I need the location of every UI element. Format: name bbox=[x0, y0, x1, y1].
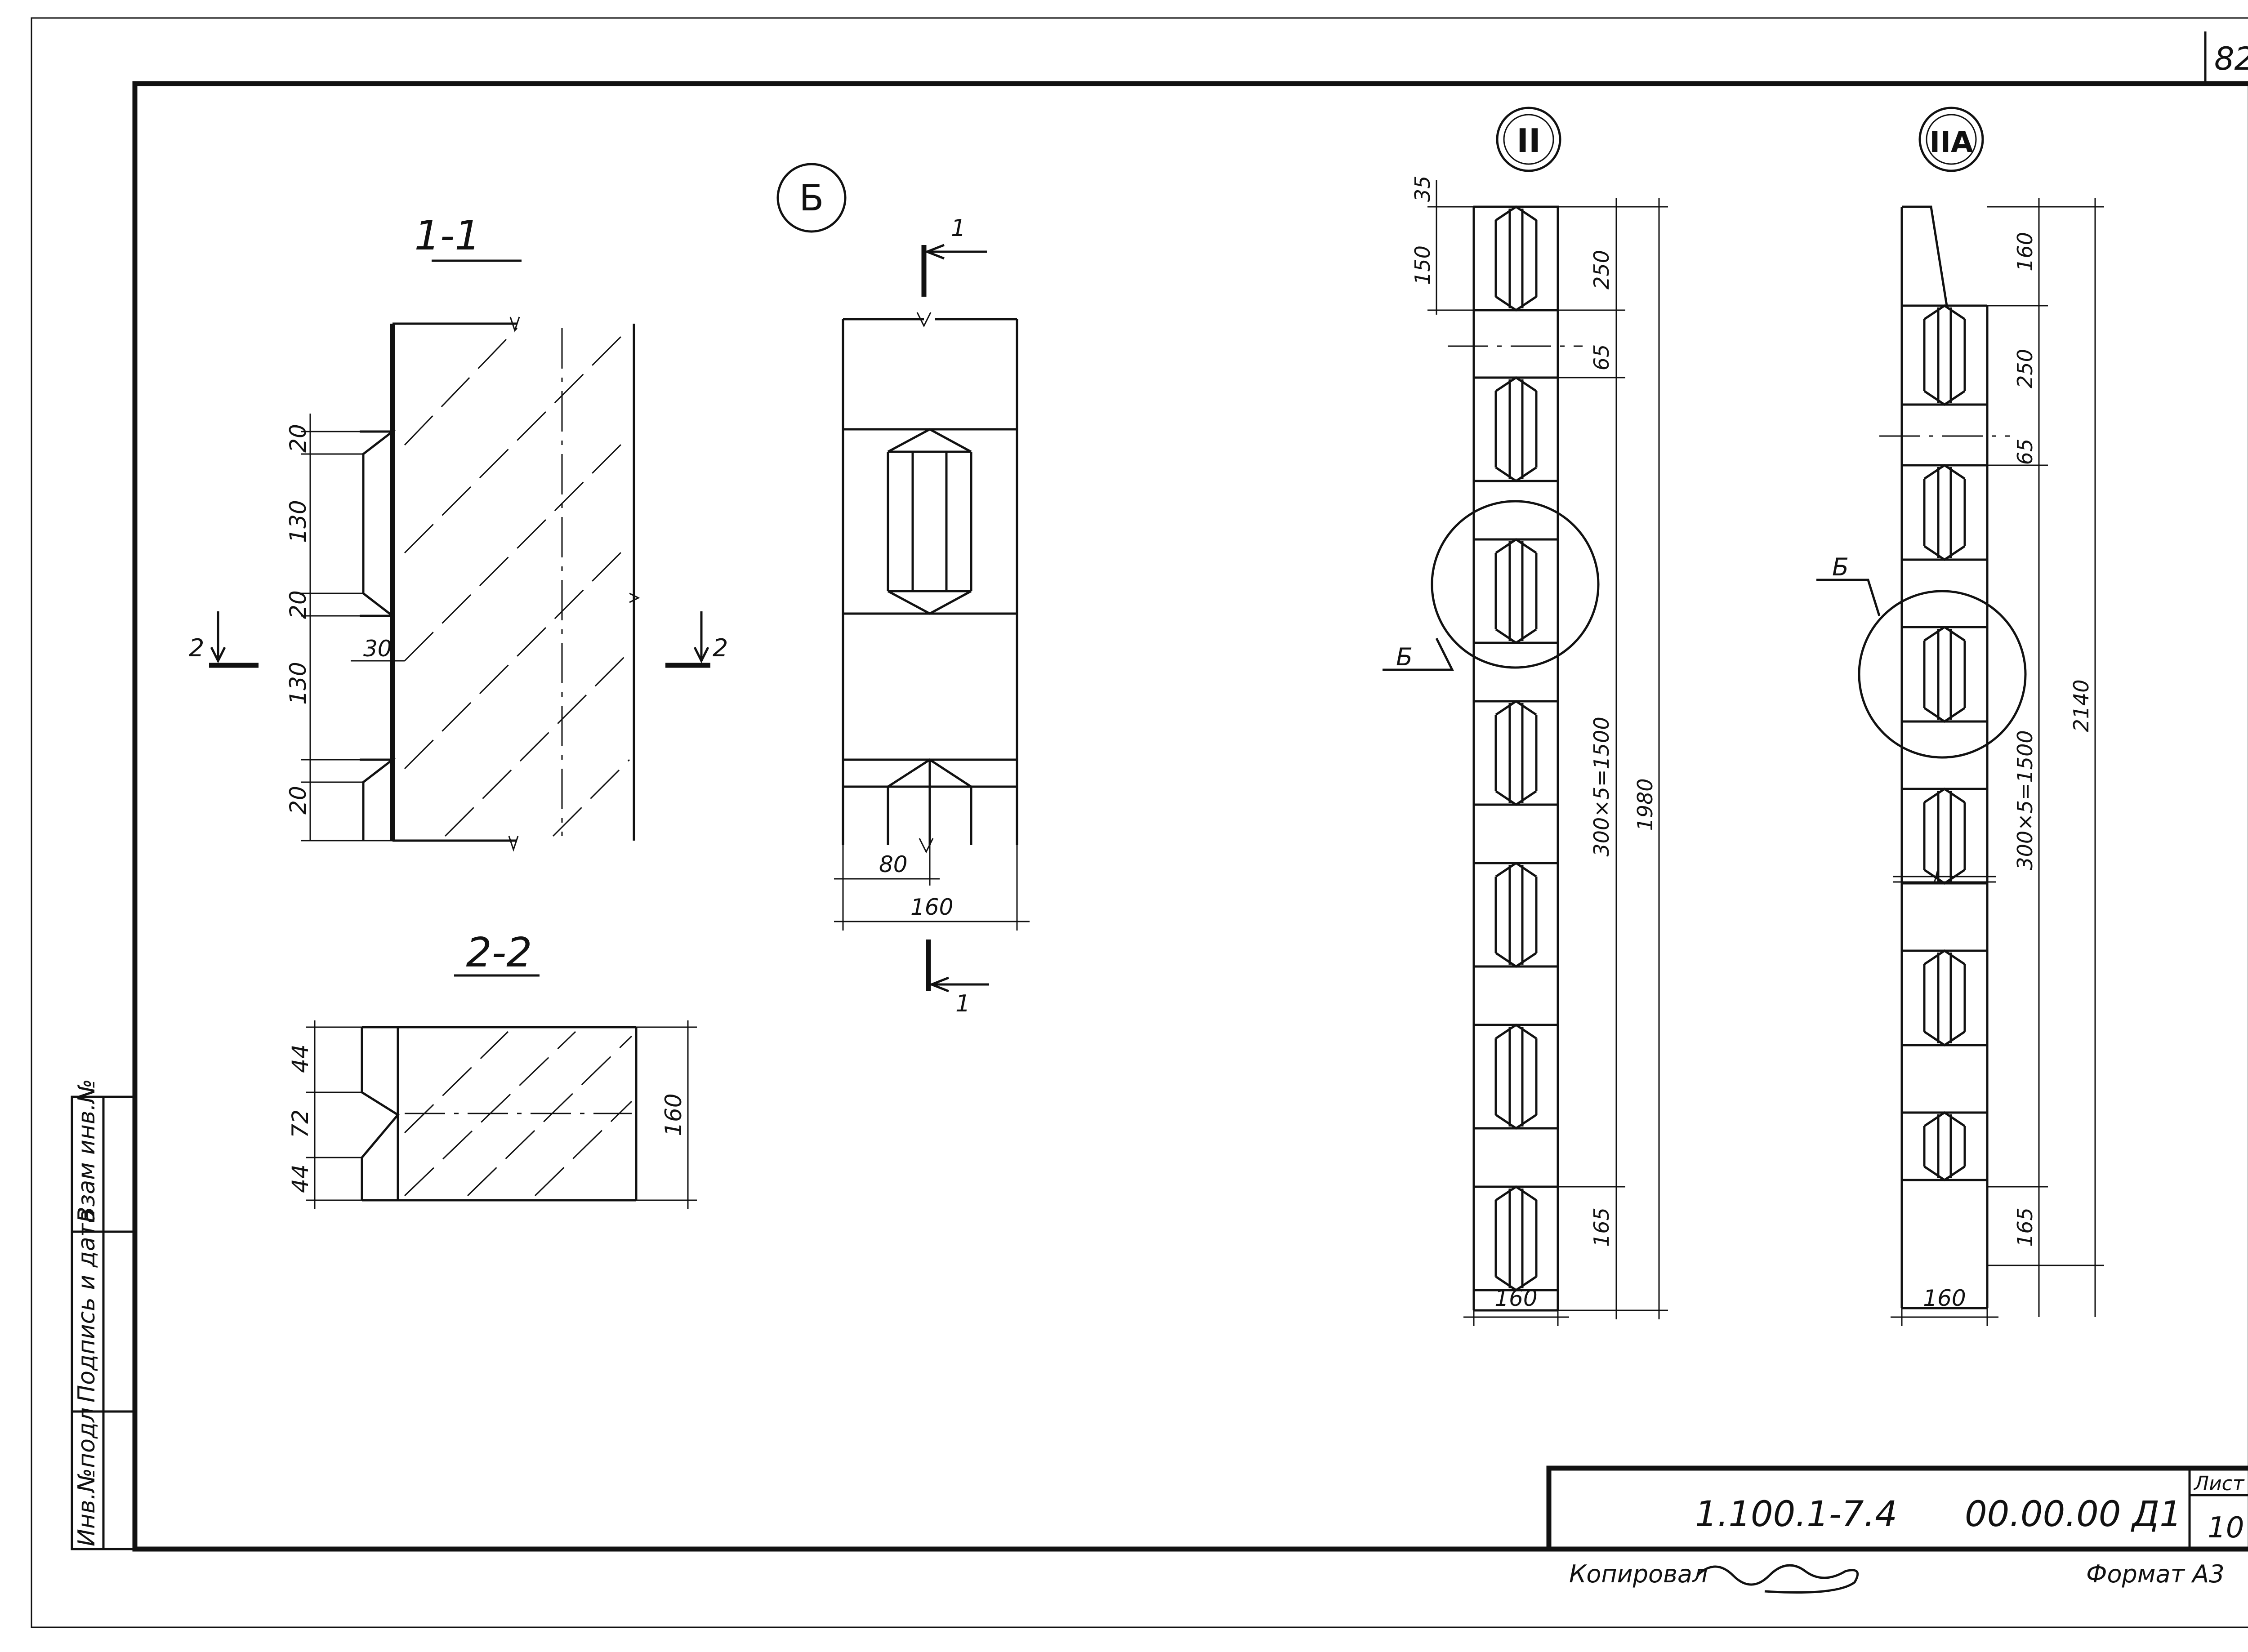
view-iia-notch bbox=[1902, 304, 1987, 406]
view-ii-notch bbox=[1473, 205, 1559, 312]
section-2-2-dims: 44 72 44 160 bbox=[287, 1020, 697, 1209]
s11-dim-130-a: 130 bbox=[285, 500, 311, 543]
section-2-2-title: 2-2 bbox=[466, 929, 532, 976]
doc-code: 1.100.1-7.4 bbox=[1695, 1494, 1897, 1535]
view-iia-dim-65: 65 bbox=[2013, 439, 2037, 465]
format-label: Формат А3 bbox=[2086, 1560, 2225, 1588]
drawing-code: 00.00.00 Д1 bbox=[1965, 1494, 2182, 1535]
view-iia-callout-circle bbox=[1858, 590, 2027, 759]
view-ii-notch bbox=[1473, 1023, 1559, 1130]
cut-2-left-label: 2 bbox=[189, 634, 204, 662]
view-iia-notch bbox=[1902, 463, 1987, 561]
drawing-frame bbox=[132, 81, 2248, 1552]
view-iia-label-circle bbox=[1918, 107, 1984, 172]
section-1-1-body bbox=[360, 316, 640, 852]
page-number: 82 bbox=[2214, 40, 2248, 77]
view-iia-notch bbox=[1902, 949, 1987, 1047]
stamp-sign-date: Подпись и дата bbox=[73, 1209, 100, 1403]
outer-border bbox=[31, 17, 2248, 1628]
s22-dim-72: 72 bbox=[287, 1109, 313, 1138]
detail-b-dim-160: 160 bbox=[910, 894, 953, 920]
cut-1-top-label: 1 bbox=[951, 215, 966, 242]
detail-b-label-circle bbox=[776, 163, 847, 233]
view-ii-notch bbox=[1473, 538, 1559, 645]
view-ii-dims: 35 150 250 65 300×5=1500 165 1980 160 bbox=[1410, 176, 1668, 1326]
view-iia-dim-2140: 2140 bbox=[2069, 679, 2093, 732]
cut-1-bottom-label: 1 bbox=[955, 990, 970, 1017]
view-iia-dim-160-top: 160 bbox=[2013, 232, 2037, 272]
stamp-vzam-inv: Взам инв.№ bbox=[73, 1079, 100, 1223]
s11-dim-20-c: 20 bbox=[285, 786, 311, 815]
section-1-1: 1-1 20 130 20 130 20 bbox=[189, 212, 728, 852]
page-number-box: 82 bbox=[2204, 31, 2248, 84]
view-iia-dim-165: 165 bbox=[2013, 1207, 2037, 1247]
view-ii-notch bbox=[1473, 376, 1559, 483]
view-iia-label: IIA bbox=[1929, 126, 1973, 159]
view-iia-dim-250: 250 bbox=[2013, 349, 2037, 388]
view-ii-notch bbox=[1473, 1185, 1559, 1292]
sheet-label: Лист bbox=[2193, 1472, 2245, 1495]
cut-2-right-label: 2 bbox=[713, 634, 728, 662]
detail-b-dim-80: 80 bbox=[879, 851, 908, 877]
title-block: 1.100.1-7.4 00.00.00 Д1 Лист 10 Копирова… bbox=[1546, 1465, 2248, 1594]
view-ii: II Б 35 150 250 65 300×5=1500 165 1980 1… bbox=[1383, 107, 1668, 1326]
detail-b-label: Б bbox=[799, 177, 824, 219]
stamp-inv-orig: Инв.№подл bbox=[73, 1407, 100, 1546]
signature-mark bbox=[1696, 1564, 1859, 1594]
view-ii-dim-65: 65 bbox=[1589, 344, 1614, 371]
cut-marker-1-top: 1 bbox=[921, 215, 987, 297]
section-2-2: 2-2 44 72 44 160 bbox=[287, 929, 697, 1209]
view-iia-blocks bbox=[1902, 304, 1987, 1182]
detail-b-dims: 80 160 bbox=[834, 845, 1030, 931]
s22-dim-44-a: 44 bbox=[287, 1044, 313, 1073]
view-iia-dim-160-bottom: 160 bbox=[1923, 1285, 1966, 1311]
detail-b: Б 1 1 80 160 bbox=[776, 163, 1030, 1017]
view-iia-callout-label: Б bbox=[1832, 553, 1849, 581]
view-ii-label: II bbox=[1517, 122, 1541, 160]
view-ii-dim-165: 165 bbox=[1589, 1207, 1614, 1247]
view-iia-dim-1500: 300×5=1500 bbox=[2013, 730, 2037, 870]
cut-marker-2-left: 2 bbox=[189, 611, 259, 668]
section-1-1-title: 1-1 bbox=[415, 212, 481, 259]
view-iia: IIA Б 160 250 65 300×5=1500 165 2140 160 bbox=[1816, 107, 2104, 1326]
view-iia-dims: 160 250 65 300×5=1500 165 2140 160 bbox=[1891, 198, 2104, 1326]
view-ii-callout-circle bbox=[1431, 500, 1600, 669]
view-ii-blocks bbox=[1473, 205, 1559, 1292]
view-ii-notch bbox=[1473, 861, 1559, 968]
s22-dim-44-b: 44 bbox=[287, 1164, 313, 1193]
sheet-number: 10 bbox=[2208, 1511, 2244, 1545]
view-iia-notch bbox=[1902, 625, 1987, 723]
view-ii-dim-150: 150 bbox=[1410, 245, 1435, 285]
s11-dim-30: 30 bbox=[363, 636, 392, 662]
view-ii-dim-250: 250 bbox=[1589, 250, 1614, 289]
view-ii-callout-label: Б bbox=[1396, 643, 1413, 671]
s11-dim-130-b: 130 bbox=[285, 662, 311, 704]
cut-marker-2-right: 2 bbox=[665, 611, 728, 668]
view-iia-notch bbox=[1902, 1111, 1987, 1182]
section-1-1-dims: 20 130 20 130 20 30 bbox=[285, 414, 405, 842]
view-ii-label-circle bbox=[1496, 107, 1561, 172]
cut-marker-1-bottom: 1 bbox=[926, 940, 989, 1017]
view-iia-notch bbox=[1902, 787, 1987, 885]
view-ii-dim-1500: 300×5=1500 bbox=[1589, 717, 1614, 856]
copied-by: Копировал bbox=[1569, 1560, 1708, 1588]
side-stamp: Инв.№подл Подпись и дата Взам инв.№ bbox=[71, 1079, 136, 1550]
view-ii-notch bbox=[1473, 699, 1559, 806]
view-ii-dim-1980: 1980 bbox=[1633, 778, 1657, 831]
s11-dim-20-b: 20 bbox=[285, 590, 311, 619]
s11-dim-20-a: 20 bbox=[285, 424, 311, 453]
view-ii-dim-35: 35 bbox=[1410, 176, 1435, 202]
s22-dim-160: 160 bbox=[660, 1093, 687, 1136]
view-ii-dim-160: 160 bbox=[1494, 1285, 1537, 1311]
